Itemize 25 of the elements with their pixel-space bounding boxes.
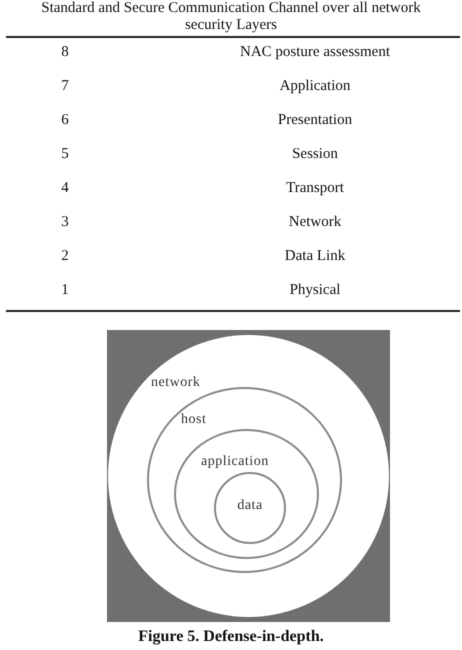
- layer-number: 1: [60, 282, 70, 299]
- layer-name: Physical: [288, 282, 342, 299]
- layer-label: host: [181, 412, 206, 428]
- figure-caption: Figure 5. Defense-in-depth.: [137, 628, 325, 646]
- circle-ring: [147, 387, 342, 573]
- circle-ring: [174, 429, 319, 559]
- layer-number: 8: [60, 44, 70, 61]
- layer-name: Presentation: [276, 112, 354, 129]
- layer-number: 7: [60, 78, 70, 95]
- layer-number: 6: [60, 112, 70, 129]
- layer-number: 5: [60, 146, 70, 163]
- circle-ring: [214, 472, 286, 544]
- layer-name: Network: [288, 214, 342, 231]
- layer-number: 4: [60, 180, 70, 197]
- layer-label: network: [151, 375, 200, 391]
- layer-name: NAC posture assessment: [239, 44, 391, 61]
- layer-number: 2: [60, 248, 70, 265]
- layer-name: Transport: [285, 180, 345, 197]
- layer-number: 3: [60, 214, 70, 231]
- layer-label: data: [237, 498, 263, 514]
- layer-label: application: [201, 454, 269, 470]
- layer-name: Application: [278, 78, 352, 95]
- layer-name: Data Link: [284, 248, 346, 265]
- layer-name: Session: [291, 146, 339, 163]
- table-title: Standard and Secure Communication Channel over all network security Layers: [40, 0, 422, 34]
